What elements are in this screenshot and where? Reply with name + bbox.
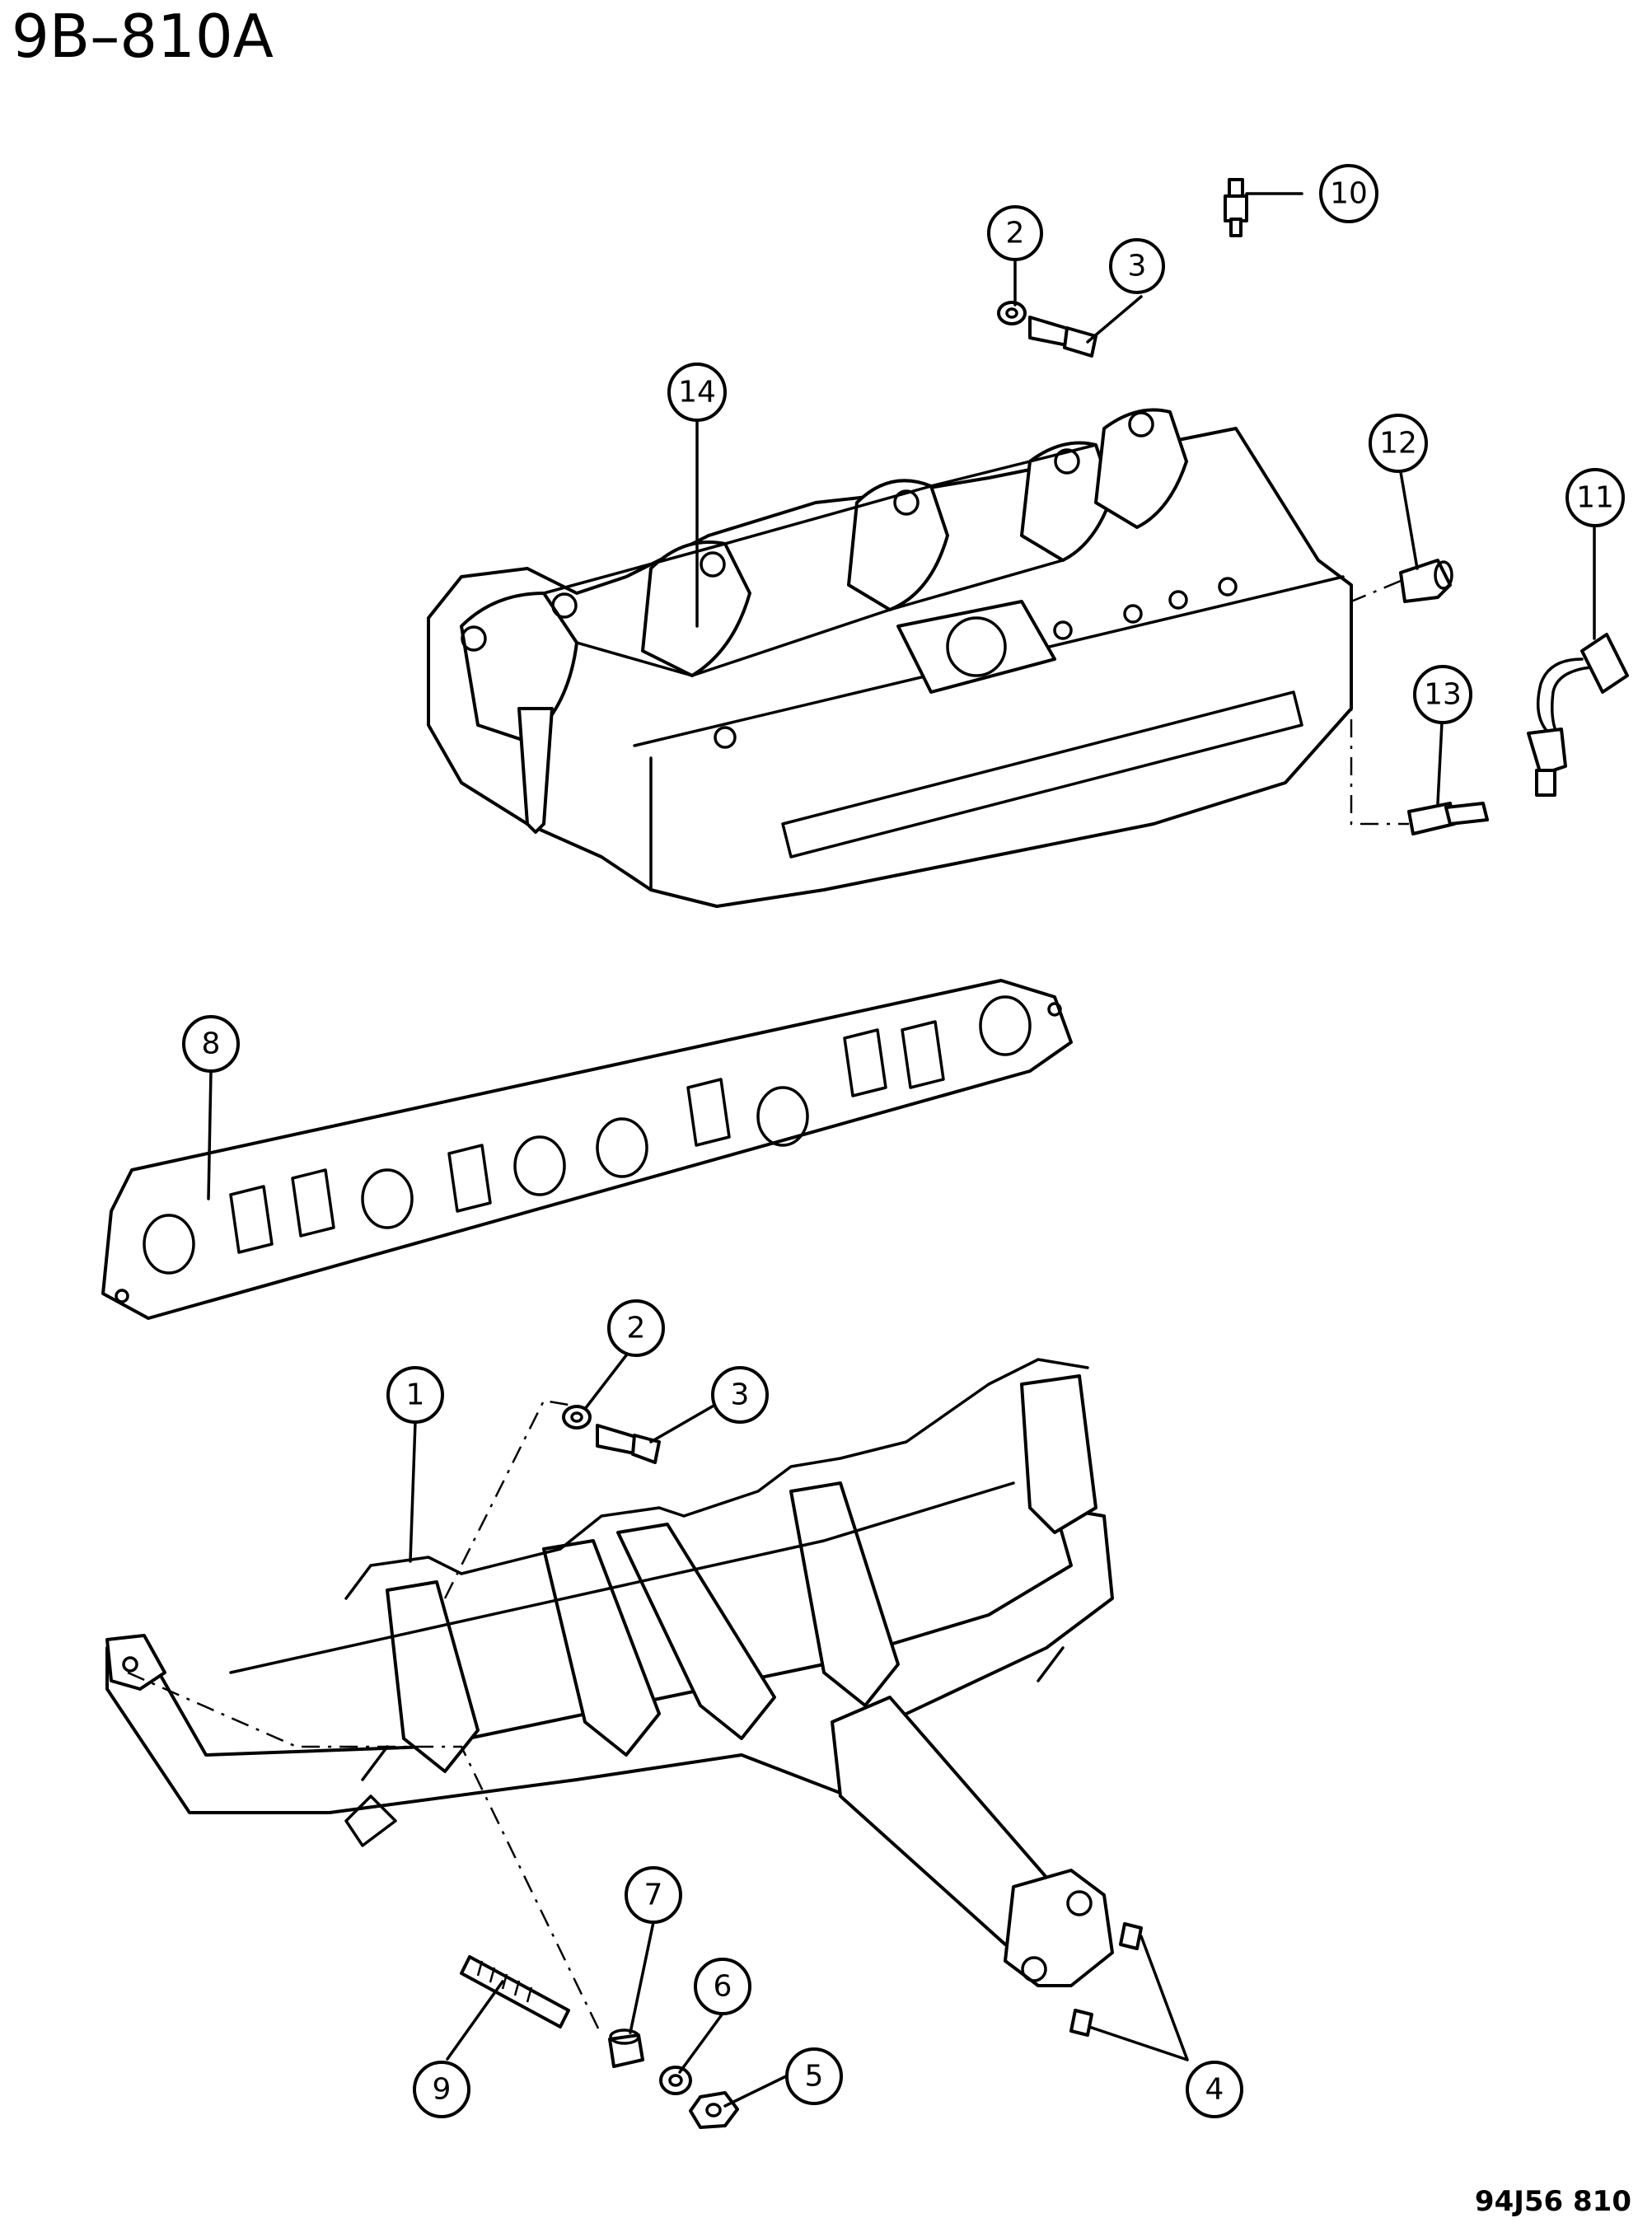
part-10-bolt xyxy=(1224,178,1303,237)
intake-manifold xyxy=(427,408,1353,908)
part-12-plug xyxy=(1350,559,1453,603)
callout-14: 14 xyxy=(667,363,727,422)
callout-3-lower-label: 3 xyxy=(731,1378,750,1412)
callout-2-upper: 2 xyxy=(987,205,1043,261)
callout-3-lower: 3 xyxy=(711,1366,769,1424)
callout-13-label: 13 xyxy=(1424,678,1462,712)
alignment-line-lower xyxy=(127,1671,603,2036)
callout-11: 11 xyxy=(1565,468,1625,527)
alignment-line-upper xyxy=(443,1399,569,1599)
part-6-washer xyxy=(659,2066,692,2095)
part-2-upper-washer xyxy=(997,301,1027,325)
callout-6-label: 6 xyxy=(714,1970,732,2004)
part-3-lower-stud xyxy=(596,1424,661,1464)
diagram-title: 9B–810A xyxy=(12,2,274,71)
part-9-stud xyxy=(460,1955,570,2028)
exhaust-manifold-gasket xyxy=(101,979,1073,1320)
callout-6: 6 xyxy=(694,1958,751,2015)
callout-10-label: 10 xyxy=(1330,177,1368,211)
callout-7-label: 7 xyxy=(644,1879,663,1912)
part-5-nut xyxy=(689,2091,739,2129)
callout-3-upper: 3 xyxy=(1109,238,1165,294)
part-7-spacer xyxy=(608,2028,644,2068)
callout-7: 7 xyxy=(625,1866,682,1924)
callout-5: 5 xyxy=(785,2047,843,2105)
part-13-fitting xyxy=(1350,606,1489,835)
part-4-bolts xyxy=(1069,1922,1143,2037)
callout-10: 10 xyxy=(1319,164,1378,223)
part-2-lower-washer xyxy=(562,1405,592,1430)
leader-lines xyxy=(207,258,1444,2108)
part-11-oxygen-sensor xyxy=(1527,524,1629,797)
callout-1: 1 xyxy=(386,1366,444,1424)
callout-9-label: 9 xyxy=(433,2073,452,2107)
callout-3-upper-label: 3 xyxy=(1128,250,1147,283)
figure-code: 94J56 810 xyxy=(1474,2185,1631,2218)
callout-8-label: 8 xyxy=(202,1027,221,1061)
callout-12-label: 12 xyxy=(1379,427,1417,461)
callout-2-upper-label: 2 xyxy=(1006,217,1025,250)
callout-14-label: 14 xyxy=(678,376,716,409)
callout-1-label: 1 xyxy=(406,1378,425,1412)
callout-2-lower: 2 xyxy=(607,1299,665,1357)
callout-2-lower-label: 2 xyxy=(627,1312,646,1345)
callout-5-label: 5 xyxy=(805,2060,824,2094)
callout-4-label: 4 xyxy=(1205,2073,1224,2107)
callout-9: 9 xyxy=(413,2061,470,2118)
part-3-upper-stud xyxy=(1028,316,1097,358)
callout-12: 12 xyxy=(1369,414,1428,473)
callout-4: 4 xyxy=(1186,2061,1243,2118)
callout-13: 13 xyxy=(1413,665,1472,724)
callout-11-label: 11 xyxy=(1576,481,1614,515)
callout-8: 8 xyxy=(182,1015,240,1073)
exhaust-manifold xyxy=(105,1358,1114,1987)
